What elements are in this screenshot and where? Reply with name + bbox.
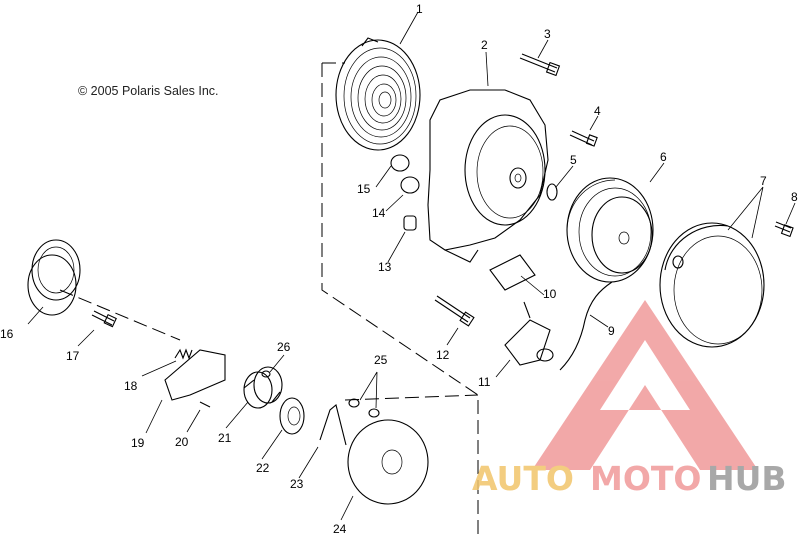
callout-17: 17 [66, 349, 80, 363]
callout-1: 1 [416, 2, 423, 16]
drive-cup [27, 239, 81, 316]
callout-10: 10 [543, 287, 557, 301]
starter-pulley [566, 177, 654, 283]
screw-8 [774, 221, 794, 238]
starter-rope [559, 281, 613, 371]
callout-14: 14 [372, 206, 386, 220]
callout-9: 9 [608, 324, 615, 338]
handle-insert [489, 254, 536, 291]
spring-18 [174, 348, 193, 360]
nut-14 [400, 176, 420, 194]
callout-24: 24 [333, 522, 347, 536]
bolt-17 [91, 310, 117, 328]
callout-22: 22 [256, 461, 270, 475]
friction-plate [347, 419, 429, 505]
friction-spring [319, 404, 347, 446]
watermark-auto: AUTO [472, 459, 574, 498]
callout-6: 6 [660, 150, 667, 164]
callout-2: 2 [481, 38, 488, 52]
watermark: AUTO MOTO HUB [472, 300, 787, 498]
callout-26: 26 [277, 340, 291, 354]
bolt-3 [519, 53, 561, 77]
callout-12: 12 [436, 348, 450, 362]
pin-20 [199, 401, 211, 408]
friction-washer [279, 397, 305, 435]
watermark-hub: HUB [707, 459, 787, 498]
pawl-plate [164, 349, 226, 401]
bolt-12 [434, 295, 475, 327]
starter-handle [504, 301, 554, 366]
leader-lines [27, 11, 796, 521]
fasteners-25 [348, 398, 380, 418]
callout-19: 19 [131, 436, 145, 450]
starter-housing [427, 89, 549, 263]
recoil-spring [335, 37, 421, 151]
callout-4: 4 [594, 104, 601, 118]
starter-cover [659, 222, 765, 348]
copyright-text: © 2005 Polaris Sales Inc. [78, 84, 219, 98]
callout-8: 8 [791, 190, 798, 204]
callout-25: 25 [374, 353, 388, 367]
callout-18: 18 [124, 379, 138, 393]
ratchet-collar [261, 370, 271, 378]
callout-21: 21 [218, 431, 232, 445]
callout-23: 23 [290, 477, 304, 491]
washer-15 [390, 154, 410, 172]
ratchet [243, 366, 283, 409]
callout-20: 20 [175, 435, 189, 449]
watermark-triangle-icon [532, 300, 758, 470]
callout-7: 7 [760, 174, 767, 188]
bolt-4 [569, 130, 598, 147]
callout-11: 11 [478, 375, 491, 389]
callout-16: 16 [0, 327, 14, 341]
callout-13: 13 [378, 260, 392, 274]
dashed-frame [59, 62, 479, 535]
callout-5: 5 [570, 153, 577, 167]
bushing-13 [403, 215, 417, 231]
washer-5 [546, 183, 558, 201]
callout-15: 15 [357, 182, 371, 196]
watermark-moto: MOTO [590, 459, 701, 498]
callout-3: 3 [544, 27, 551, 41]
